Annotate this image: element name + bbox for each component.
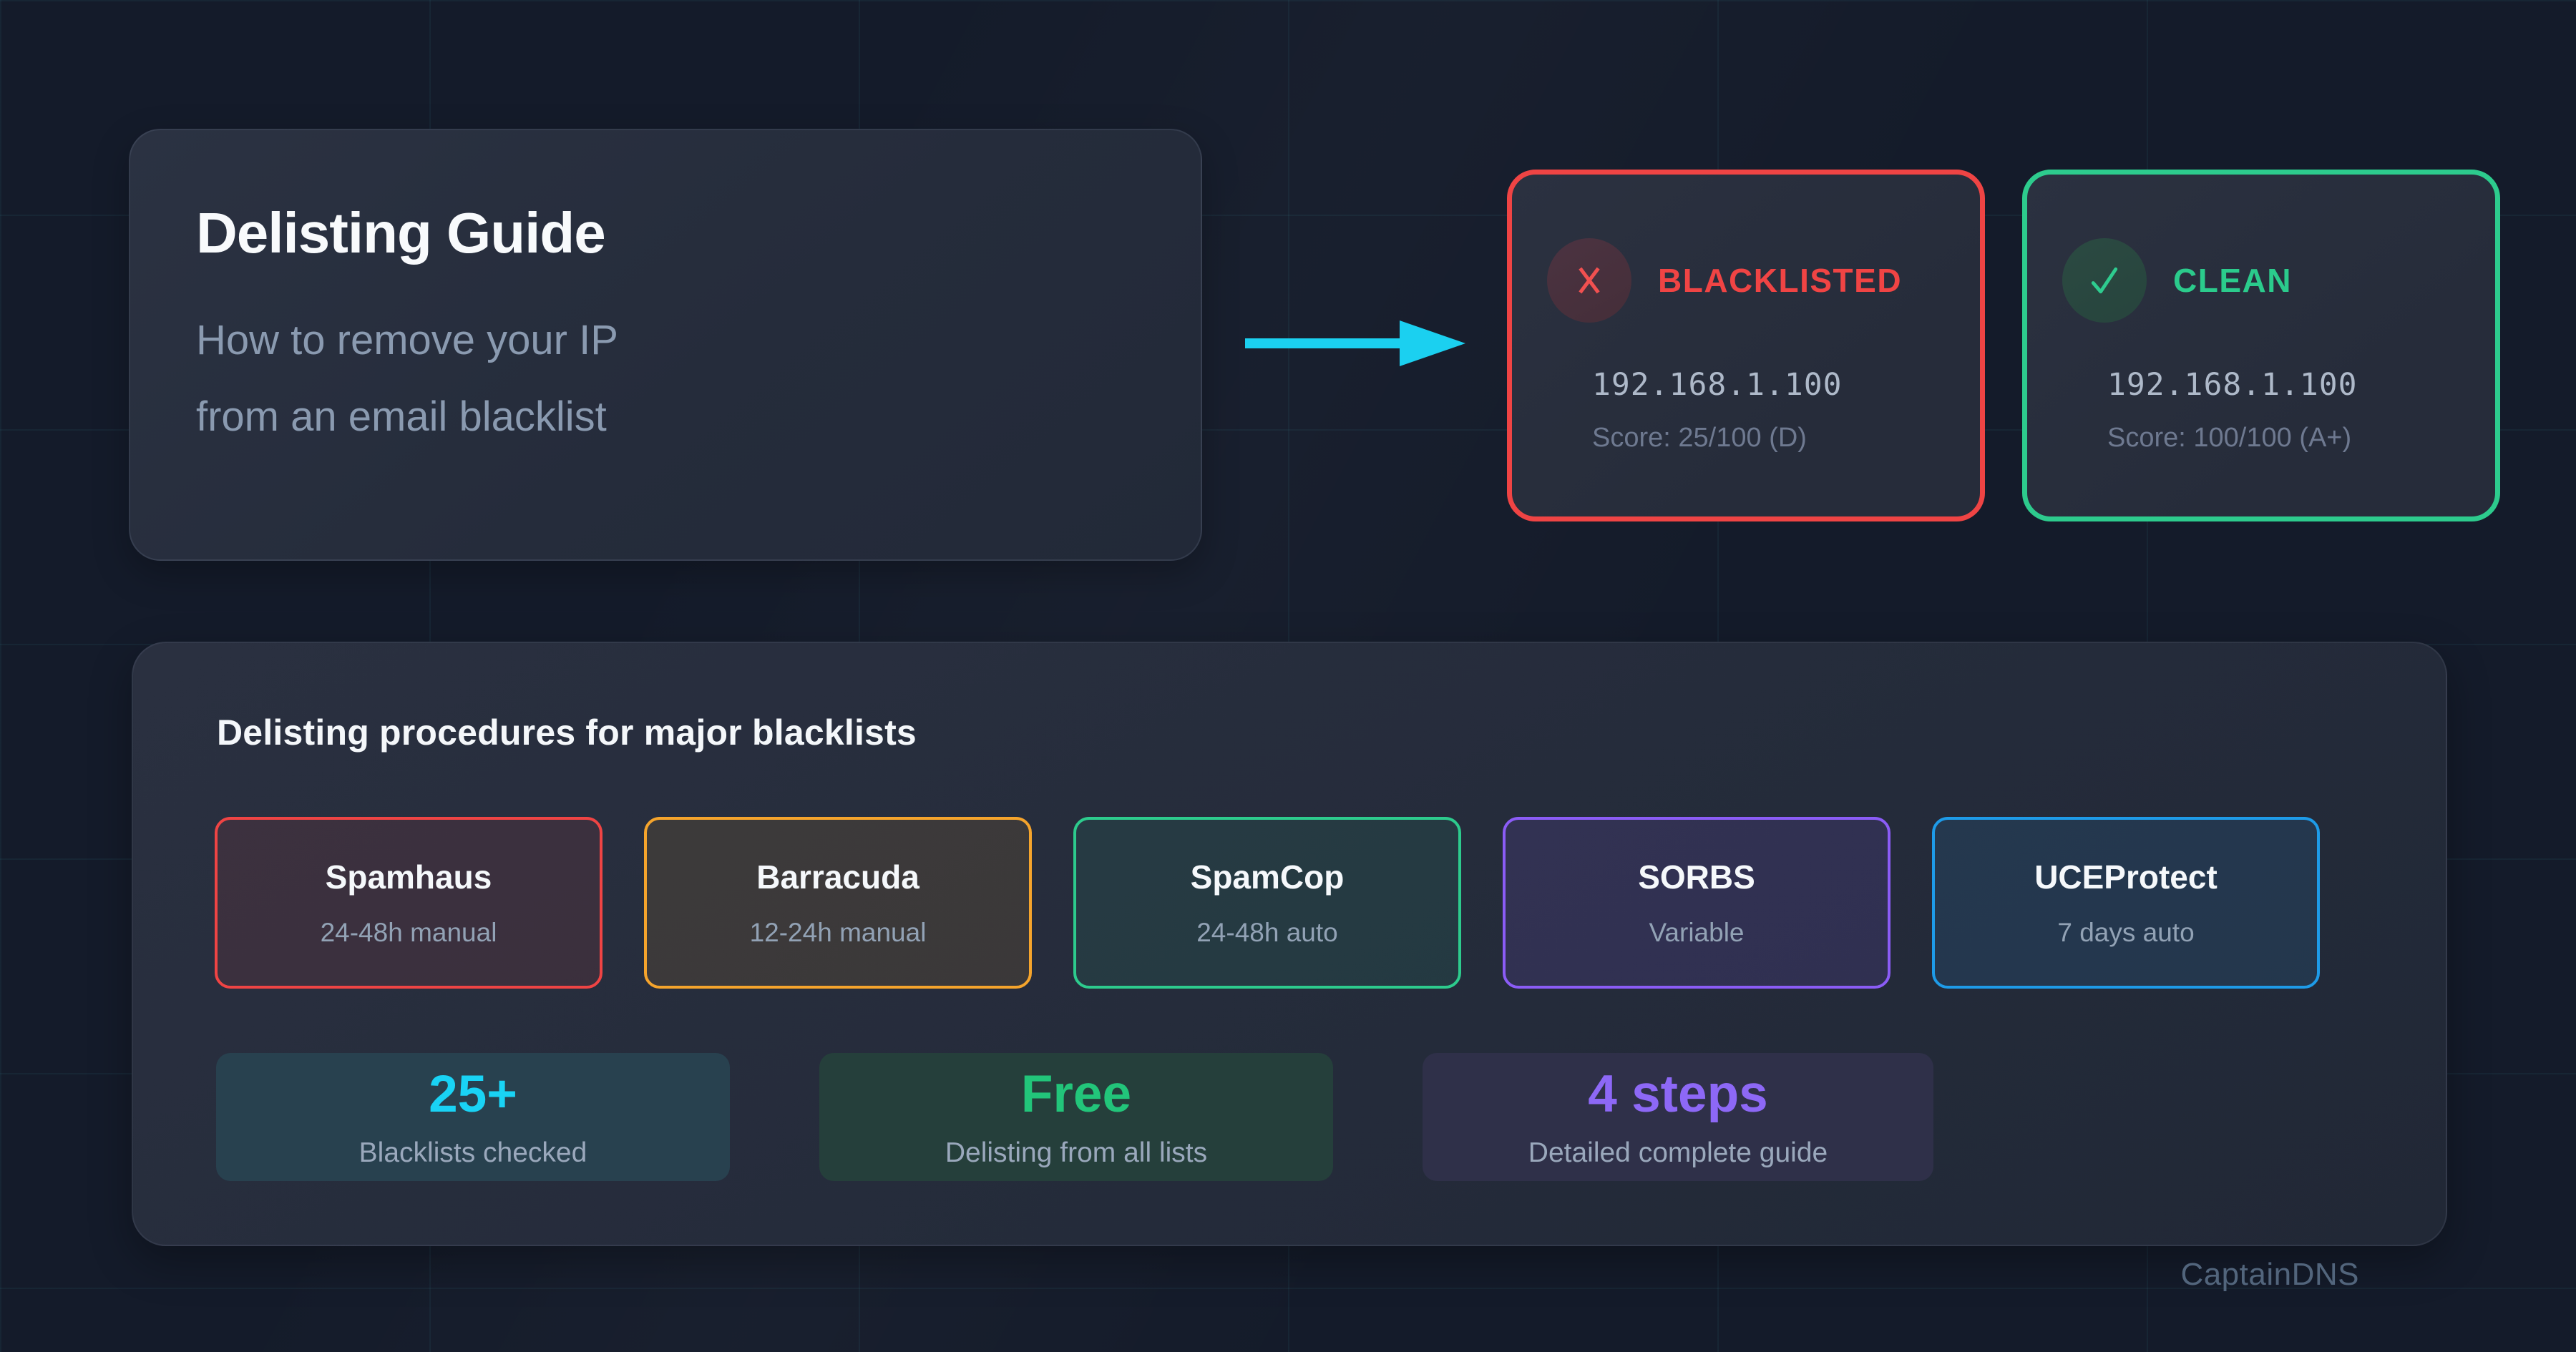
page-subtitle: How to remove your IP from an email blac…	[196, 302, 1143, 456]
blacklist-name: UCEProtect	[2034, 858, 2218, 896]
stat-card-free-delisting: Free Delisting from all lists	[819, 1053, 1333, 1181]
blacklist-time: 24-48h manual	[320, 918, 497, 947]
blacklist-name: SORBS	[1638, 858, 1755, 896]
stat-card-blacklists-checked: 25+ Blacklists checked	[216, 1053, 730, 1181]
status-label: BLACKLISTED	[1658, 262, 1903, 299]
hero-card: Delisting Guide How to remove your IP fr…	[129, 129, 1202, 561]
status-card-clean: CLEAN 192.168.1.100 Score: 100/100 (A+)	[2022, 170, 2500, 521]
stats-row: 25+ Blacklists checked Free Delisting fr…	[216, 1053, 1933, 1181]
score-text: Score: 100/100 (A+)	[2107, 423, 2352, 453]
blacklist-time: Variable	[1649, 918, 1745, 947]
status-head: BLACKLISTED	[1547, 238, 1951, 323]
page-subtitle-line1: How to remove your IP	[196, 317, 618, 363]
x-icon	[1547, 238, 1631, 323]
blacklist-card-uceprotect: UCEProtect 7 days auto	[1932, 817, 2320, 989]
stat-value: 4 steps	[1588, 1064, 1768, 1123]
blacklist-name: SpamCop	[1190, 858, 1345, 896]
page-title: Delisting Guide	[196, 201, 606, 265]
ip-address: 192.168.1.100	[1592, 367, 1843, 403]
stat-label: Delisting from all lists	[945, 1137, 1208, 1168]
blacklist-time: 12-24h manual	[749, 918, 927, 947]
procedures-panel: Delisting procedures for major blacklist…	[132, 642, 2447, 1246]
blacklist-card-spamhaus: Spamhaus 24-48h manual	[215, 817, 602, 989]
stat-value: 25+	[429, 1064, 517, 1123]
stat-label: Blacklists checked	[358, 1137, 587, 1168]
blacklist-card-sorbs: SORBS Variable	[1503, 817, 1890, 989]
stat-value: Free	[1020, 1064, 1132, 1123]
blacklist-name: Barracuda	[756, 858, 919, 896]
flow-arrow-icon	[1242, 306, 1467, 381]
status-head: CLEAN	[2062, 238, 2467, 323]
brand-watermark: CaptainDNS	[2180, 1257, 2359, 1292]
stat-card-guide-steps: 4 steps Detailed complete guide	[1423, 1053, 1933, 1181]
blacklist-card-barracuda: Barracuda 12-24h manual	[644, 817, 1032, 989]
page-subtitle-line2: from an email blacklist	[196, 393, 607, 441]
status-label: CLEAN	[2173, 262, 2292, 299]
score-text: Score: 25/100 (D)	[1592, 423, 1807, 453]
ip-address: 192.168.1.100	[2107, 367, 2358, 403]
blacklist-card-spamcop: SpamCop 24-48h auto	[1073, 817, 1461, 989]
section-title: Delisting procedures for major blacklist…	[217, 712, 917, 753]
blacklist-cards-row: Spamhaus 24-48h manual Barracuda 12-24h …	[215, 817, 2320, 989]
status-card-blacklisted: BLACKLISTED 192.168.1.100 Score: 25/100 …	[1507, 170, 1985, 521]
blacklist-time: 24-48h auto	[1196, 918, 1338, 947]
stat-label: Detailed complete guide	[1528, 1137, 1828, 1168]
check-icon	[2062, 238, 2147, 323]
blacklist-name: Spamhaus	[325, 858, 492, 896]
blacklist-time: 7 days auto	[2057, 918, 2195, 947]
